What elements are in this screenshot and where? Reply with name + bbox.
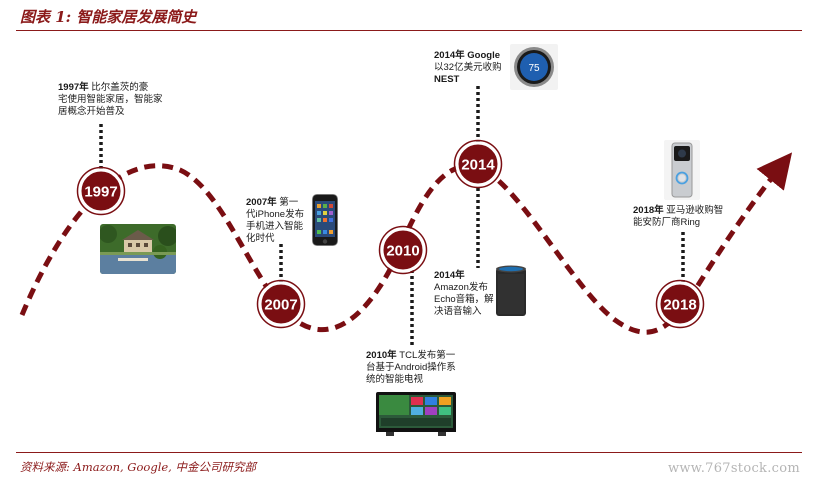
connector-lines — [99, 86, 685, 346]
annotation-2007: 2007年 第一 代iPhone发布 手机进入智能 化时代 — [246, 197, 304, 245]
nest-temperature-readout: 75 — [528, 63, 540, 74]
annotation-2010-line-2: 台基于Android操作系 — [366, 362, 456, 373]
annotation-1997-line-3: 居概念开始普及 — [58, 106, 125, 117]
year-label-2018: 2018 — [663, 297, 696, 314]
annotation-2014-google: 2014年 Google 以32亿美元收购 NEST — [434, 50, 502, 86]
annotation-2014-google-line-1: 以32亿美元收购 — [434, 62, 502, 73]
annotation-2014-amazon-heading: 2014年 — [434, 270, 465, 281]
annotation-2018-line-1: 亚马逊收购智 — [666, 205, 724, 216]
annotation-2010-heading: 2010年 — [366, 350, 397, 361]
annotation-2014-amazon-line-3: 决语音输入 — [434, 306, 482, 317]
annotation-2014-google-line-2: NEST — [434, 74, 460, 85]
annotation-1997-line-2: 宅使用智能家居，智能家 — [58, 94, 163, 105]
annotation-1997-line-1: 比尔盖茨的豪 — [91, 82, 149, 93]
mansion-photo — [100, 224, 176, 274]
annotation-2014-google-heading: 2014年 Google — [434, 50, 500, 61]
annotation-2010: 2010年 TCL发布第一 台基于Android操作系 统的智能电视 — [366, 350, 456, 386]
watermark: www.767stock.com — [667, 461, 800, 476]
annotation-2018: 2018年 亚马逊收购智 能安防厂商Ring — [633, 205, 723, 229]
source-note: 资料来源: Amazon, Google, 中金公司研究部 — [20, 460, 256, 474]
annotation-2007-line-2: 代iPhone发布 — [246, 209, 305, 220]
annotation-2007-line-1: 第一 — [279, 197, 299, 208]
annotation-2014-amazon: 2014年 Amazon发布 Echo音箱，解 决语音输入 — [434, 270, 494, 318]
annotation-2014-amazon-line-2: Echo音箱，解 — [434, 294, 494, 305]
echo-speaker-photo — [494, 264, 528, 318]
year-label-1997: 1997 — [84, 184, 117, 201]
smart-tv-photo — [376, 392, 456, 436]
annotation-2014-amazon-line-1: Amazon发布 — [434, 282, 488, 293]
header-divider — [16, 30, 802, 31]
annotation-2018-line-2: 能安防厂商Ring — [633, 217, 701, 228]
milestone-2014: 2014 — [453, 139, 503, 189]
footer-divider — [16, 452, 802, 453]
nest-thermostat-photo: 75 — [510, 44, 558, 90]
milestone-2007: 2007 — [256, 279, 306, 329]
annotation-2007-heading: 2007年 — [246, 197, 277, 208]
milestone-1997: 1997 — [76, 166, 126, 216]
page-title: 图表 1: 智能家居发展简史 — [20, 8, 197, 26]
annotation-2010-line-3: 统的智能电视 — [366, 374, 424, 385]
milestone-2018: 2018 — [655, 279, 705, 329]
iphone-photo — [312, 194, 338, 246]
annotation-2018-heading: 2018年 — [633, 205, 664, 216]
annotation-1997: 1997年 比尔盖茨的豪 宅使用智能家居，智能家 居概念开始普及 — [58, 82, 163, 118]
year-label-2014: 2014 — [461, 157, 495, 174]
year-label-2007: 2007 — [264, 297, 297, 314]
annotation-2010-line-1: TCL发布第一 — [399, 350, 456, 361]
annotation-2007-line-3: 手机进入智能 — [246, 221, 304, 232]
annotation-2007-line-4: 化时代 — [246, 233, 275, 244]
ring-doorbell-photo — [664, 140, 700, 200]
milestone-2010: 2010 — [378, 225, 428, 275]
annotation-1997-heading: 1997年 — [58, 82, 89, 93]
year-label-2010: 2010 — [386, 243, 419, 260]
